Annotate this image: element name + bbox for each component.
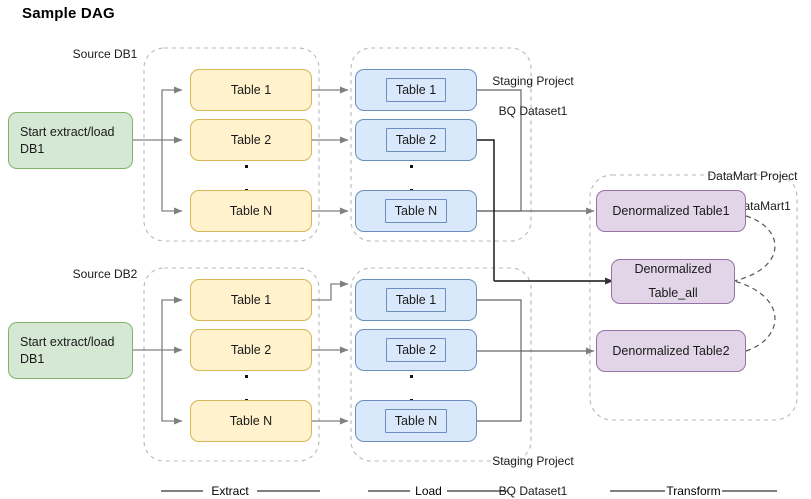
stage-label-transform: Transform: [666, 484, 721, 498]
extract-table-db1-2[interactable]: Table 2: [190, 119, 312, 161]
edges-table-all-top: [477, 139, 495, 281]
edges-denorm-feedback: [733, 215, 776, 352]
start-node-db2[interactable]: Start extract/load DB1: [8, 322, 133, 379]
load-table-db2-2-label: Table 2: [385, 337, 447, 363]
start-node-db2-label: Start extract/load DB1: [20, 334, 115, 366]
group-staging-db2: [350, 267, 532, 462]
load-table-db2-1-label: Table 1: [385, 287, 447, 313]
edges-transform-db2: [477, 299, 595, 422]
extract-table-db1-n-label: Table N: [229, 203, 273, 218]
denormalized-table2[interactable]: Denormalized Table2: [596, 330, 746, 372]
page-title: Sample DAG: [22, 5, 115, 22]
extract-table-db2-1[interactable]: Table 1: [190, 279, 312, 321]
group-outlines: [143, 47, 798, 462]
load-table-db2-2[interactable]: Table 2: [355, 329, 477, 371]
edges-extract-db1: [133, 86, 183, 215]
load-table-db1-1-label: Table 1: [385, 77, 447, 103]
staging-db1-line1: Staging Project: [492, 74, 574, 88]
group-source-db1: [143, 47, 320, 242]
group-datamart: [589, 174, 798, 421]
extract-table-db1-1[interactable]: Table 1: [190, 69, 312, 111]
staging-db1-label: Staging Project BQ Dataset1: [481, 59, 585, 119]
staging-db2-line2: BQ Dataset1: [498, 484, 568, 498]
load-db2-ellipsis: [409, 375, 414, 402]
extract-table-db2-n[interactable]: Table N: [190, 400, 312, 442]
stage-label-load: Load: [415, 484, 442, 498]
extract-table-db1-2-label: Table 2: [230, 132, 272, 147]
stage-label-extract: Extract: [211, 484, 249, 498]
extract-table-db2-2-label: Table 2: [230, 342, 272, 357]
load-table-db2-n-label: Table N: [384, 408, 448, 434]
load-table-db1-1[interactable]: Table 1: [355, 69, 477, 111]
extract-table-db1-1-label: Table 1: [230, 82, 272, 97]
load-table-db2-n[interactable]: Table N: [355, 400, 477, 442]
extract-db1-ellipsis: [244, 165, 249, 192]
load-table-db1-2[interactable]: Table 2: [355, 119, 477, 161]
load-table-db2-1[interactable]: Table 1: [355, 279, 477, 321]
denormalized-table-all-line1: Denormalized: [634, 262, 712, 277]
extract-table-db2-2[interactable]: Table 2: [190, 329, 312, 371]
edges-load-db1: [312, 86, 349, 215]
group-source-db2: [143, 267, 320, 462]
denormalized-table-all-line2: Table_all: [648, 286, 698, 300]
source-db1-label: Source DB1: [72, 47, 138, 61]
denormalized-table1[interactable]: Denormalized Table1: [596, 190, 746, 232]
staging-db2-label: Staging Project BQ Dataset1: [481, 439, 585, 499]
edges-extract-db2: [133, 296, 183, 425]
load-table-db1-n-label: Table N: [384, 198, 448, 224]
extract-db2-ellipsis: [244, 375, 249, 402]
edges-load-db2: [312, 280, 349, 425]
denormalized-table1-label: Denormalized Table1: [612, 203, 730, 218]
group-staging-db1: [350, 47, 532, 242]
staging-db2-line1: Staging Project: [492, 454, 574, 468]
start-node-db1-label: Start extract/load DB1: [20, 124, 115, 156]
source-db2-label: Source DB2: [72, 267, 138, 281]
load-table-db1-n[interactable]: Table N: [355, 190, 477, 232]
datamart-line1: DataMart Project: [707, 169, 798, 183]
start-node-db1[interactable]: Start extract/load DB1: [8, 112, 133, 169]
extract-table-db2-1-label: Table 1: [230, 292, 272, 307]
extract-table-db1-n[interactable]: Table N: [190, 190, 312, 232]
edges-transform-db1: [477, 89, 595, 215]
denormalized-table2-label: Denormalized Table2: [612, 343, 730, 358]
extract-table-db2-n-label: Table N: [229, 413, 273, 428]
denormalized-table-all[interactable]: Denormalized Table_all: [611, 259, 735, 304]
load-table-db1-2-label: Table 2: [385, 127, 447, 153]
staging-db1-line2: BQ Dataset1: [498, 104, 568, 118]
load-db1-ellipsis: [409, 165, 414, 192]
